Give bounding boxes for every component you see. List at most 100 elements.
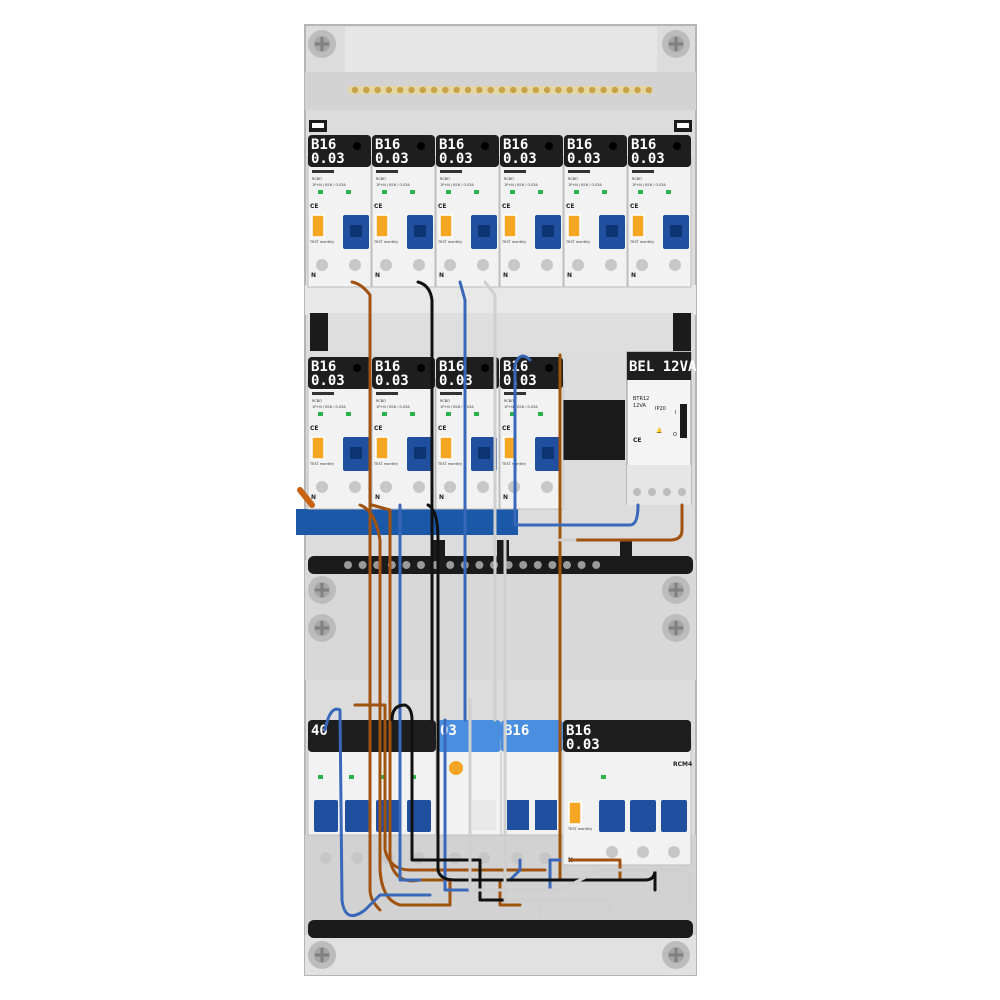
bell-transformer-header: BEL 12VA — [629, 359, 697, 375]
status-led — [349, 775, 354, 779]
test-button[interactable] — [375, 436, 389, 460]
test-button[interactable] — [311, 436, 325, 460]
status-led — [538, 412, 543, 416]
breaker-rating: B16 — [439, 137, 464, 153]
wire-brown-1 — [350, 280, 382, 912]
device-rating: 40 — [311, 723, 328, 739]
wire-brown-5 — [297, 487, 315, 508]
test-button[interactable] — [503, 214, 517, 238]
terminal-screw — [351, 852, 363, 864]
terminal-screw — [380, 481, 392, 493]
breaker-model: RCBO — [312, 177, 322, 181]
terminal-screw — [477, 259, 489, 271]
bell-transformer-voltage: 12VA — [633, 403, 646, 409]
breaker-model: RCBO — [568, 177, 578, 181]
terminal-screw — [541, 481, 553, 493]
ce-mark-icon: CE — [438, 425, 447, 432]
terminal-screw — [444, 259, 456, 271]
breaker-model: RCBO — [376, 399, 386, 403]
breaker-toggle[interactable] — [630, 800, 656, 832]
busbar-screw — [397, 86, 404, 94]
ce-mark-icon: CE — [438, 203, 447, 210]
status-led — [510, 190, 515, 194]
breaker-rating: B16 — [567, 137, 592, 153]
status-led — [601, 775, 606, 779]
test-note: TEST monthly — [567, 827, 592, 831]
ce-mark-icon: CE — [566, 203, 575, 210]
breaker-toggle[interactable] — [535, 800, 557, 830]
status-led — [666, 190, 671, 194]
breaker-toggle[interactable] — [507, 800, 529, 830]
breaker-model: RCBO — [376, 177, 386, 181]
terminal-screw — [413, 259, 425, 271]
breaker-model: RCBO — [504, 399, 514, 403]
wire-black-1 — [416, 280, 434, 722]
busbar-screw — [363, 86, 370, 94]
busbar-screw — [623, 86, 630, 94]
wire-brown-6 — [568, 858, 622, 882]
terminal-screw — [669, 259, 681, 271]
breaker-sensitivity: 0.03 — [375, 373, 409, 389]
test-button[interactable] — [375, 214, 389, 238]
terminal-screw — [344, 561, 352, 569]
test-button[interactable] — [449, 761, 463, 775]
status-led — [382, 190, 387, 194]
neutral-bar-blue — [296, 509, 518, 535]
neutral-label: N — [503, 494, 508, 501]
status-led — [538, 190, 543, 194]
breaker-toggle[interactable] — [661, 800, 687, 832]
breaker-spec: 1P+N / B16 / 0.03A — [312, 183, 346, 187]
bell-transformer-switch[interactable] — [680, 404, 687, 438]
ce-mark-icon: CE — [374, 425, 383, 432]
busbar-screw — [408, 86, 415, 94]
wire-grey-3 — [468, 698, 692, 907]
rcd-handle[interactable] — [472, 800, 496, 830]
switch-label-on: I — [675, 410, 676, 416]
test-note: TEST monthly — [501, 240, 526, 244]
busbar-screw — [589, 86, 596, 94]
switch-handle[interactable] — [314, 800, 338, 832]
breaker-spec: 1P+N / B16 / 0.03A — [440, 183, 474, 187]
enclosure-top-strip — [345, 27, 657, 72]
breaker-toggle[interactable] — [599, 800, 625, 832]
busbar-screw — [453, 86, 460, 94]
test-button[interactable] — [311, 214, 325, 238]
device-rating: B16 — [504, 723, 529, 739]
terminal-screw — [519, 561, 528, 569]
status-led — [346, 190, 351, 194]
breaker-spec: 1P+N / B16 / 0.03A — [440, 405, 474, 409]
breaker-spec: 1P+N / B16 / 0.03A — [376, 405, 410, 409]
terminal-screw — [606, 846, 618, 858]
status-led — [318, 412, 323, 416]
breaker-rating: B16 — [503, 137, 528, 153]
test-note: TEST monthly — [309, 240, 334, 244]
wire-blue-3 — [458, 280, 467, 722]
test-note: TEST monthly — [373, 240, 398, 244]
neutral-label: N — [311, 272, 316, 279]
neutral-label: N — [567, 272, 572, 279]
test-button[interactable] — [568, 801, 582, 825]
test-button[interactable] — [439, 436, 453, 460]
switch-handle[interactable] — [376, 800, 400, 832]
breaker-sensitivity: 0.03 — [311, 373, 345, 389]
switch-handle[interactable] — [345, 800, 369, 832]
wire-blue-6 — [508, 858, 522, 882]
ce-mark-icon: CE — [633, 437, 642, 444]
terminal-bar-1 — [308, 556, 693, 574]
breaker-model: RCBO — [632, 177, 642, 181]
status-led — [446, 412, 451, 416]
ce-mark-icon: CE — [310, 425, 319, 432]
test-button[interactable] — [439, 214, 453, 238]
test-button[interactable] — [631, 214, 645, 238]
status-led — [382, 412, 387, 416]
busbar-screw — [464, 86, 472, 94]
terminal-bar-2 — [308, 920, 693, 938]
status-led — [410, 190, 415, 194]
terminal-screw — [320, 852, 332, 864]
terminal-screw — [402, 561, 411, 569]
test-button[interactable] — [567, 214, 581, 238]
